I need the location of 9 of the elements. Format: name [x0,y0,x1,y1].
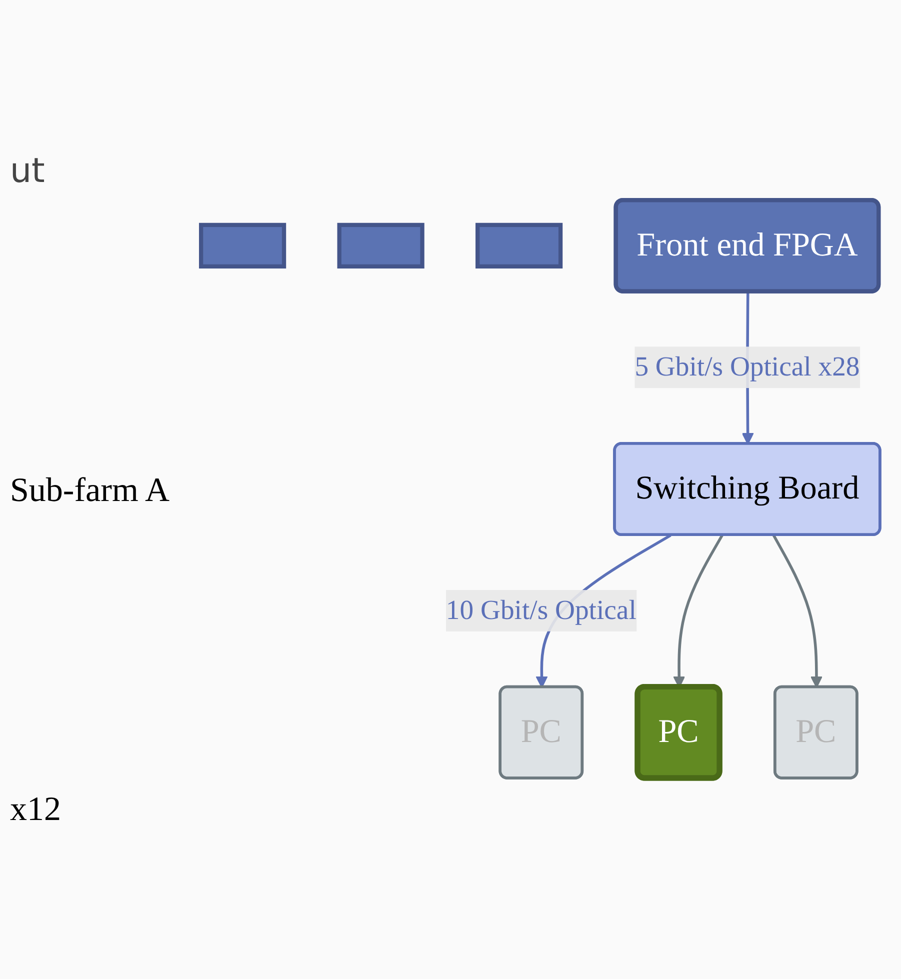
multiplier-label: x12 [10,790,62,828]
node-box [198,223,286,269]
cut-off-text: ut [10,150,46,190]
edge-label: 10 Gbit/s Optical [446,596,636,626]
node-box [337,223,424,269]
node-box [476,223,563,269]
group-label: Sub-farm A [10,472,171,510]
edge-label: 5 Gbit/s Optical x28 [634,352,860,384]
arrow [772,535,823,688]
